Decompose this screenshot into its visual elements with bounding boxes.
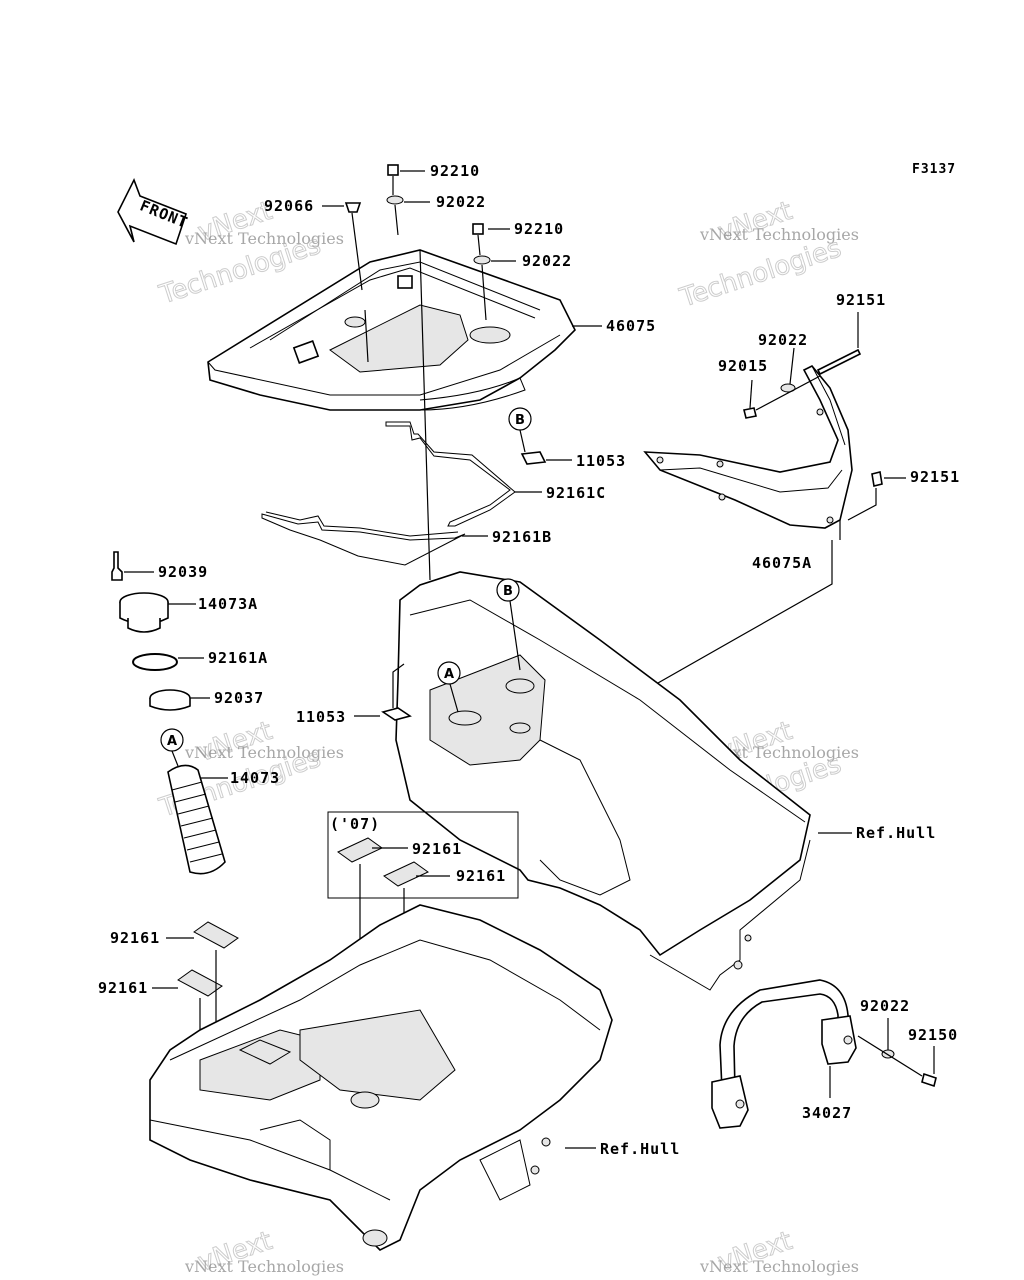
- front-arrow-icon: FRONT: [117, 178, 191, 246]
- label-92161c: 92161C: [546, 484, 606, 502]
- part-labels: 92210 92022 92066 92210 92022 46075 1105…: [98, 162, 960, 1158]
- washer-92022-c: [780, 383, 796, 393]
- label-92037: 92037: [214, 689, 264, 707]
- label-46075a: 46075A: [752, 554, 812, 572]
- gasket-92161b: [261, 511, 466, 566]
- washer-92022-b: [473, 255, 491, 265]
- svg-text:B: B: [515, 413, 525, 428]
- bolt-92151-a: [816, 348, 862, 376]
- svg-text:vNext Technologies: vNext Technologies: [184, 743, 344, 762]
- part-46075a: [643, 364, 853, 529]
- label-92022-a: 92022: [436, 193, 486, 211]
- sticker-92161-left-a: [193, 921, 239, 949]
- era-box-label: ('07): [330, 815, 380, 833]
- svg-text:vNext Technologies: vNext Technologies: [184, 1257, 344, 1276]
- bolt-92066: [344, 202, 362, 213]
- label-92022-b: 92022: [522, 252, 572, 270]
- handle-34027: [711, 979, 857, 1129]
- svg-text:vNext Technologies: vNext Technologies: [699, 225, 859, 244]
- label-ref-hull-upper: Ref.Hull: [856, 824, 936, 842]
- svg-text:vNext Technologies: vNext Technologies: [699, 743, 859, 762]
- hull-lower: [149, 904, 613, 1251]
- label-14073: 14073: [230, 769, 280, 787]
- bolt-92151-b: [871, 471, 883, 487]
- label-92210-b: 92210: [514, 220, 564, 238]
- clamp-92037: [149, 689, 191, 711]
- bolt-92210-b: [472, 223, 484, 235]
- label-92066: 92066: [264, 197, 314, 215]
- hull-deck-upper: [395, 571, 811, 991]
- svg-text:A: A: [444, 667, 454, 682]
- sticker-92161-left-b: [177, 969, 223, 997]
- label-46075: 46075: [606, 317, 656, 335]
- label-92039: 92039: [158, 563, 208, 581]
- svg-text:A: A: [167, 734, 177, 749]
- label-92161a: 92161A: [208, 649, 268, 667]
- bolt-92150: [921, 1072, 937, 1088]
- screw-92039: [111, 551, 123, 581]
- svg-text:B: B: [503, 584, 513, 599]
- label-92161-box-a: 92161: [412, 840, 462, 858]
- cap-14073a: [119, 592, 169, 633]
- era-box: ('07): [327, 811, 519, 899]
- nut-92015: [743, 407, 757, 419]
- bolt-92210-a: [387, 164, 399, 176]
- label-92150: 92150: [908, 1026, 958, 1044]
- callout-a-left: A: [160, 728, 184, 752]
- callout-b-hull: B: [496, 578, 520, 602]
- callout-a-hull: A: [437, 661, 461, 685]
- label-92151-b: 92151: [910, 468, 960, 486]
- label-92161-box-b: 92161: [456, 867, 506, 885]
- label-92151-a: 92151: [836, 291, 886, 309]
- callout-b-top: B: [508, 407, 532, 431]
- washer-92022-a: [386, 195, 404, 205]
- label-92022-c: 92022: [758, 331, 808, 349]
- label-34027: 34027: [802, 1104, 852, 1122]
- clip-11053-b: [381, 707, 412, 721]
- svg-text:vNext Technologies: vNext Technologies: [184, 229, 344, 248]
- label-14073a: 14073A: [198, 595, 258, 613]
- svg-text:Technologies: Technologies: [676, 233, 845, 313]
- svg-text:vNext Technologies: vNext Technologies: [699, 1257, 859, 1276]
- hose-14073: [167, 764, 226, 875]
- label-92161b: 92161B: [492, 528, 552, 546]
- label-92161-left-a: 92161: [110, 929, 160, 947]
- label-92161-left-b: 92161: [98, 979, 148, 997]
- figure-code: F3137: [912, 162, 956, 177]
- label-92210-a: 92210: [430, 162, 480, 180]
- label-ref-hull-lower: Ref.Hull: [600, 1140, 680, 1158]
- oring-92161a: [132, 653, 178, 671]
- label-92022-d: 92022: [860, 997, 910, 1015]
- clip-11053-a: [520, 451, 547, 465]
- label-11053-a: 11053: [576, 452, 626, 470]
- gasket-92161c: [385, 421, 516, 527]
- label-92015: 92015: [718, 357, 768, 375]
- label-11053-b: 11053: [296, 708, 346, 726]
